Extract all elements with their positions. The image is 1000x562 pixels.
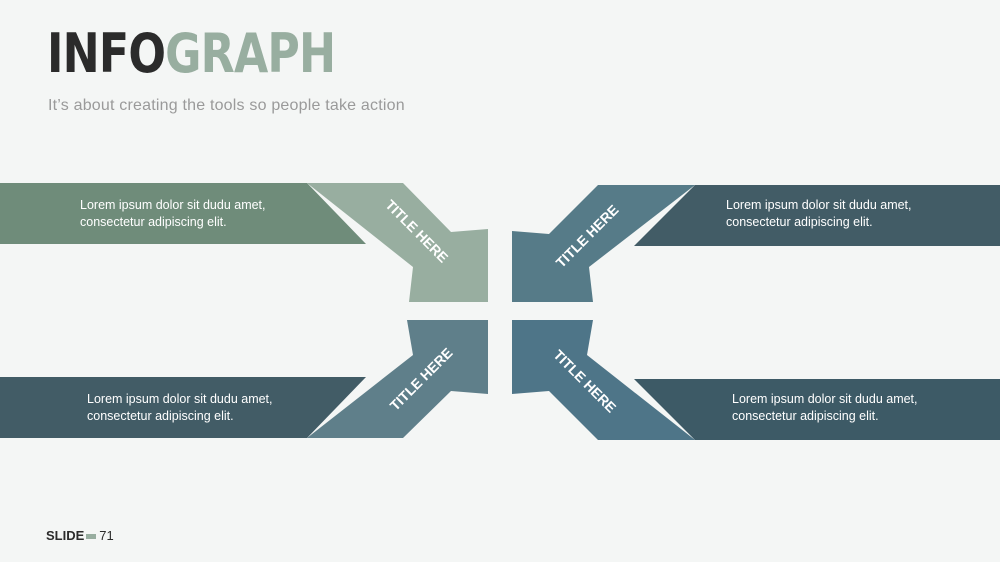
- description-line-1: Lorem ipsum dolor sit dudu amet,: [80, 198, 266, 212]
- page-subtitle: It’s about creating the tools so people …: [48, 97, 405, 114]
- title-part-graph: GRAPH: [165, 22, 336, 85]
- arrow-top-right: TITLE HERE: [512, 185, 1000, 302]
- band-top-left: [0, 183, 366, 244]
- slide-footer: SLIDE 71: [46, 528, 114, 543]
- band-top-right: [634, 185, 1000, 246]
- description-bottom-left: Lorem ipsum dolor sit dudu amet, consect…: [87, 391, 327, 425]
- page-title: INFOGRAPH: [47, 22, 336, 85]
- description-top-right: Lorem ipsum dolor sit dudu amet, consect…: [726, 197, 966, 231]
- slide-label: SLIDE: [46, 528, 85, 543]
- band-bottom-left: [0, 377, 366, 438]
- description-line-1: Lorem ipsum dolor sit dudu amet,: [732, 392, 918, 406]
- description-line-2: consectetur adipiscing elit.: [80, 215, 227, 229]
- description-line-1: Lorem ipsum dolor sit dudu amet,: [87, 392, 273, 406]
- description-line-2: consectetur adipiscing elit.: [732, 409, 879, 423]
- description-top-left: Lorem ipsum dolor sit dudu amet, consect…: [80, 197, 320, 231]
- arrow-shape-bottom-right: [512, 320, 695, 440]
- slide-divider: [86, 534, 97, 540]
- band-bottom-right: [634, 379, 1000, 440]
- slide-number: 71: [99, 528, 114, 543]
- description-bottom-right: Lorem ipsum dolor sit dudu amet, consect…: [732, 391, 972, 425]
- arrow-shape-top-right: [512, 185, 695, 302]
- description-line-2: consectetur adipiscing elit.: [87, 409, 234, 423]
- description-line-1: Lorem ipsum dolor sit dudu amet,: [726, 198, 912, 212]
- title-part-info: INFO: [47, 22, 166, 85]
- description-line-2: consectetur adipiscing elit.: [726, 215, 873, 229]
- arrow-shape-bottom-left: [307, 320, 488, 438]
- arrow-shape-top-left: [307, 183, 488, 302]
- arrow-bottom-right: TITLE HERE: [512, 320, 1000, 440]
